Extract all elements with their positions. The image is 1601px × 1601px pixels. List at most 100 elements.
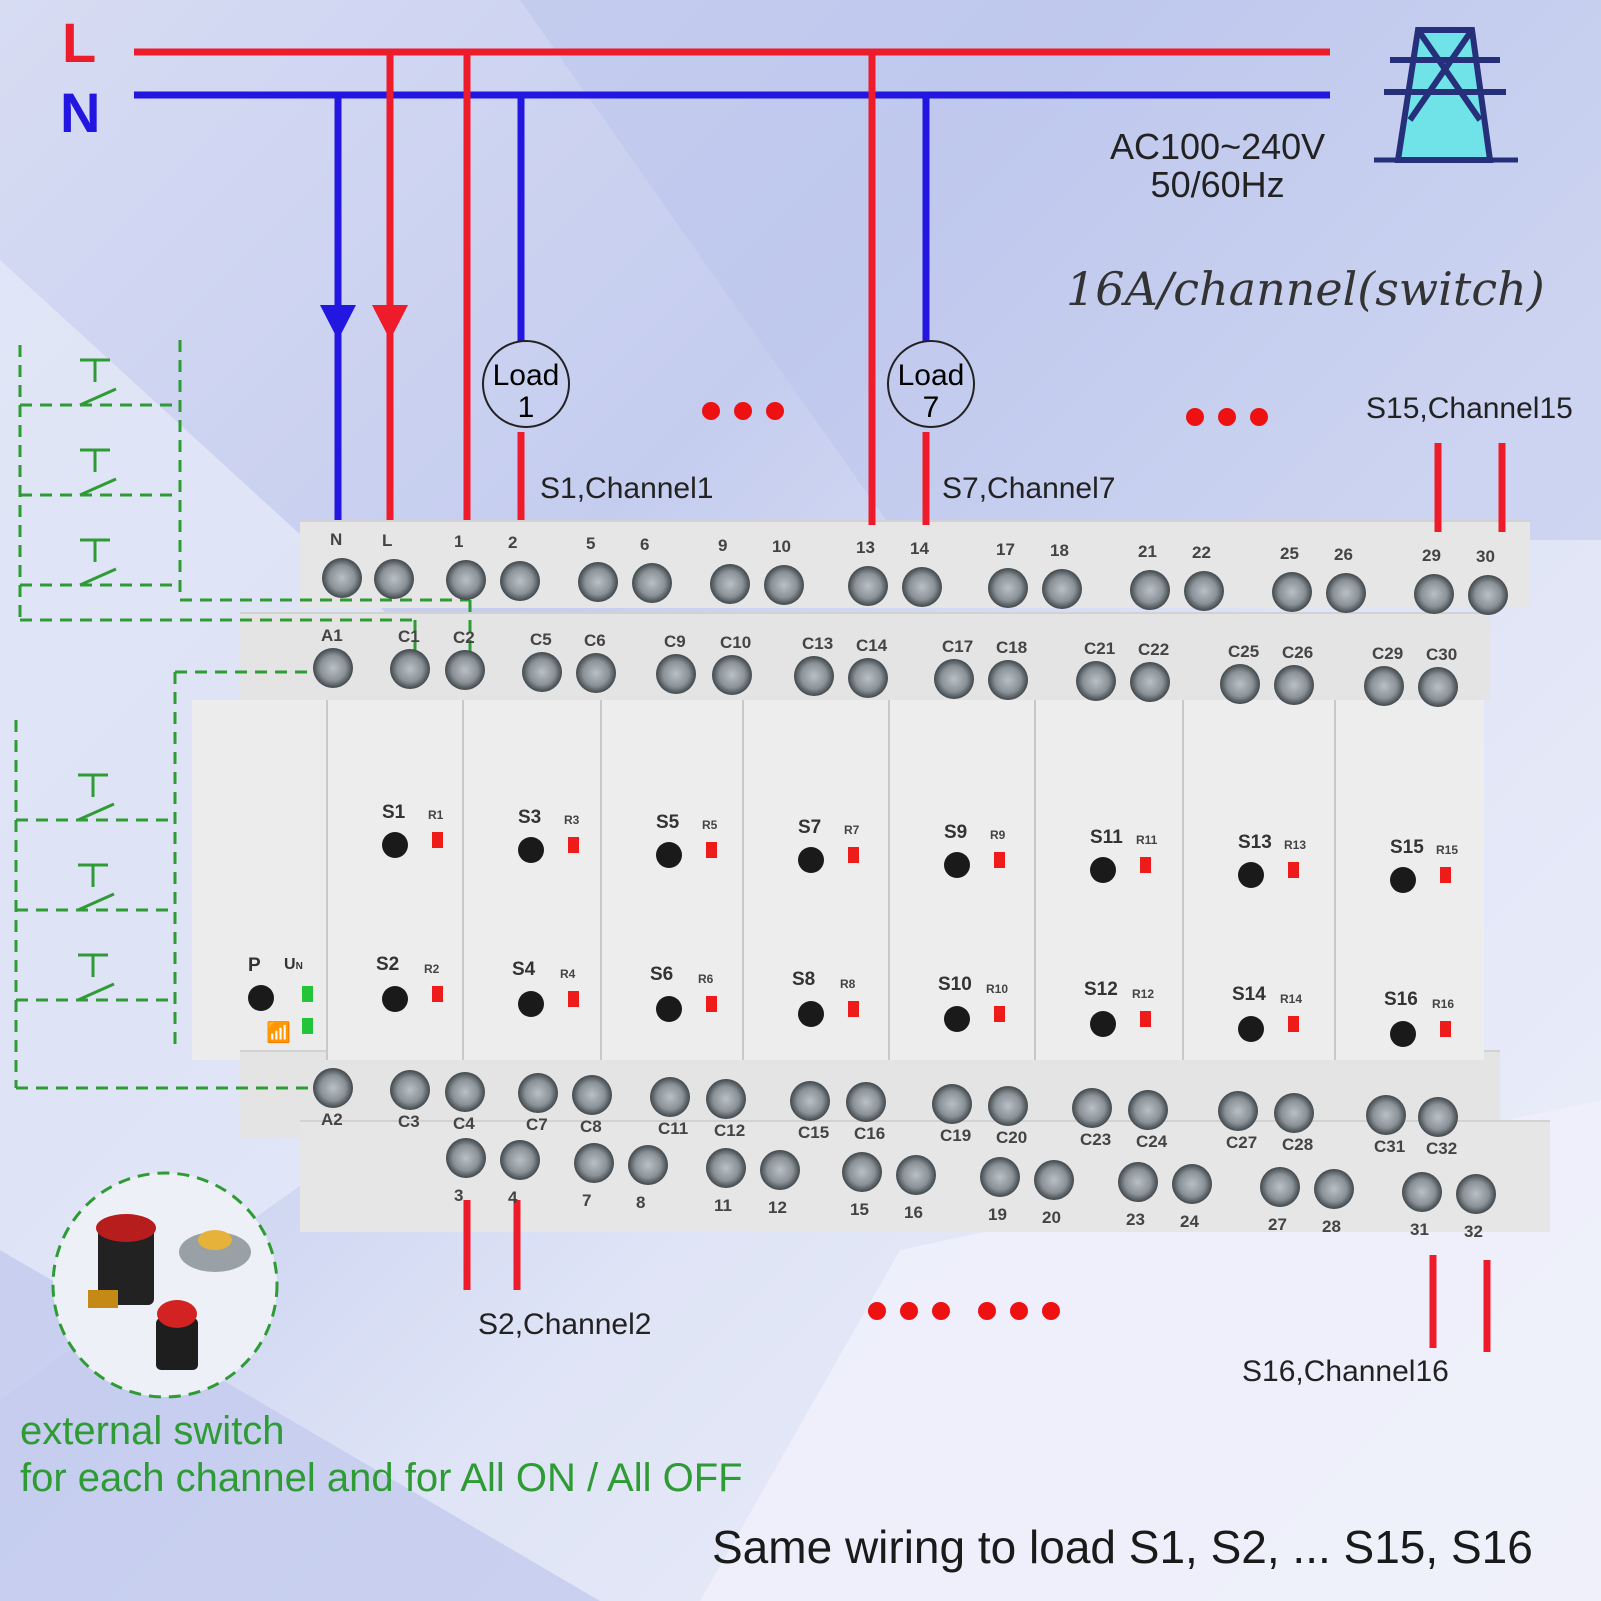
terminal-top_row-21 bbox=[1130, 570, 1170, 610]
relay-module-4 bbox=[742, 700, 888, 1060]
switch-button-S9[interactable] bbox=[944, 852, 970, 878]
terminal-bottom_row-24 bbox=[1172, 1164, 1212, 1205]
switch-button-S5[interactable] bbox=[656, 842, 682, 868]
terminal-second_row-A1 bbox=[313, 648, 353, 688]
terminal-label-1: 1 bbox=[454, 532, 464, 551]
power-tower-icon bbox=[1374, 27, 1518, 163]
supply-voltage: AC100~240V bbox=[1110, 126, 1326, 167]
terminal-third_row-C24 bbox=[1128, 1089, 1168, 1130]
led-R15 bbox=[1440, 867, 1451, 883]
terminal-bottom_row-7 bbox=[574, 1142, 614, 1183]
neutral-label: N bbox=[60, 81, 101, 144]
terminal-label-C25: C25 bbox=[1228, 641, 1260, 661]
terminal-label-L: L bbox=[382, 531, 393, 550]
led-R3 bbox=[568, 837, 579, 853]
power-button[interactable] bbox=[248, 985, 274, 1011]
switch-button-S10[interactable] bbox=[944, 1006, 970, 1032]
terminal-label-C17: C17 bbox=[942, 636, 974, 656]
un-label: UN bbox=[284, 956, 303, 974]
switch-button-S4[interactable] bbox=[518, 991, 544, 1017]
switch-label-S9: S9 bbox=[944, 822, 968, 843]
switch-button-S15[interactable] bbox=[1390, 867, 1416, 893]
terminal-label-19: 19 bbox=[988, 1205, 1007, 1225]
terminal-bottom_row-27 bbox=[1260, 1166, 1300, 1207]
load-7: Load 7 bbox=[887, 340, 975, 428]
terminal-bottom_row-4 bbox=[500, 1140, 540, 1181]
terminal-label-C31: C31 bbox=[1374, 1137, 1406, 1156]
switch-button-S7[interactable] bbox=[798, 847, 824, 873]
terminal-bottom_row-28 bbox=[1314, 1169, 1354, 1210]
external-switch-wiring bbox=[14, 340, 472, 1090]
led-label-R11: R11 bbox=[1136, 833, 1158, 847]
terminal-label-24: 24 bbox=[1180, 1212, 1199, 1232]
switch-button-S3[interactable] bbox=[518, 837, 544, 863]
switch-button-S13[interactable] bbox=[1238, 862, 1264, 888]
load-1-number: 1 bbox=[517, 390, 535, 424]
led-R12 bbox=[1140, 1011, 1151, 1027]
external-switch-line2: for each channel and for All ON / All OF… bbox=[20, 1456, 743, 1501]
terminal-label-3: 3 bbox=[454, 1186, 464, 1205]
terminal-bottom_row-15 bbox=[842, 1152, 882, 1193]
terminal-top_row-2 bbox=[500, 561, 540, 601]
un-label-sub: N bbox=[295, 961, 303, 972]
channel7-label: S7,Channel7 bbox=[942, 472, 1116, 505]
terminal-label-C8: C8 bbox=[580, 1117, 602, 1137]
terminal-label-27: 27 bbox=[1268, 1214, 1287, 1234]
switch-button-S16[interactable] bbox=[1390, 1021, 1416, 1047]
led-label-R13: R13 bbox=[1284, 838, 1307, 852]
channel2-label: S2,Channel2 bbox=[478, 1308, 652, 1341]
terminal-bottom_row-8 bbox=[628, 1145, 668, 1186]
terminal-third_row-C16 bbox=[846, 1082, 886, 1123]
terminal-label-C2: C2 bbox=[453, 628, 475, 648]
connection-dots bbox=[325, 663, 478, 1096]
terminal-label-20: 20 bbox=[1042, 1207, 1061, 1227]
channel16-label: S16,Channel16 bbox=[1242, 1355, 1449, 1388]
terminal-second_row-C13 bbox=[794, 656, 834, 697]
switch-button-S1[interactable] bbox=[382, 832, 408, 858]
terminal-label-C19: C19 bbox=[940, 1126, 972, 1146]
terminal-label-C22: C22 bbox=[1138, 640, 1170, 660]
terminal-bottom_row-16 bbox=[896, 1154, 936, 1195]
terminal-second_row-C30 bbox=[1418, 667, 1458, 708]
terminal-label-31: 31 bbox=[1410, 1219, 1429, 1239]
load-7-label: Load bbox=[897, 359, 965, 392]
supply-frequency: 50/60Hz bbox=[1150, 164, 1285, 206]
switch-label-S2: S2 bbox=[376, 954, 400, 975]
terminal-third_row-C20 bbox=[988, 1086, 1028, 1126]
terminal-label-10: 10 bbox=[772, 537, 791, 556]
terminal-label-18: 18 bbox=[1050, 541, 1069, 560]
terminal-label-N: N bbox=[330, 530, 343, 549]
terminal-label-C32: C32 bbox=[1426, 1138, 1458, 1158]
switch-label-S3: S3 bbox=[518, 807, 542, 828]
terminal-top_row-18 bbox=[1042, 569, 1082, 609]
channel-rating: 16A/channel(switch) bbox=[1066, 262, 1545, 316]
led-label-R9: R9 bbox=[990, 828, 1006, 842]
terminal-label-8: 8 bbox=[636, 1193, 646, 1213]
terminal-label-15: 15 bbox=[850, 1200, 869, 1220]
led-label-R15: R15 bbox=[1436, 843, 1459, 857]
terminal-label-C11: C11 bbox=[658, 1119, 689, 1138]
led-R4 bbox=[568, 991, 579, 1007]
led-label-R5: R5 bbox=[702, 818, 718, 832]
switch-button-S6[interactable] bbox=[656, 996, 682, 1022]
terminal-second_row-C14 bbox=[848, 657, 888, 698]
switch-button-S11[interactable] bbox=[1090, 857, 1116, 883]
terminal-label-C24: C24 bbox=[1136, 1131, 1168, 1151]
switch-label-S10: S10 bbox=[938, 974, 972, 995]
terminal-bottom_row-23 bbox=[1118, 1162, 1158, 1202]
terminal-label-25: 25 bbox=[1280, 544, 1299, 563]
terminal-label-C15: C15 bbox=[798, 1122, 830, 1142]
switch-button-S14[interactable] bbox=[1238, 1016, 1264, 1042]
load-1-label: Load bbox=[492, 359, 560, 392]
terminal-third_row-C23 bbox=[1072, 1087, 1112, 1128]
terminal-label-C14: C14 bbox=[856, 635, 888, 655]
switch-label-S15: S15 bbox=[1390, 837, 1424, 858]
terminal-label-26: 26 bbox=[1334, 545, 1353, 564]
terminal-label-C30: C30 bbox=[1426, 645, 1458, 665]
switch-button-S12[interactable] bbox=[1090, 1011, 1116, 1037]
terminal-label-C29: C29 bbox=[1372, 644, 1404, 663]
terminal-label-C5: C5 bbox=[530, 629, 552, 649]
switch-button-S2[interactable] bbox=[382, 986, 408, 1012]
switch-button-S8[interactable] bbox=[798, 1001, 824, 1027]
